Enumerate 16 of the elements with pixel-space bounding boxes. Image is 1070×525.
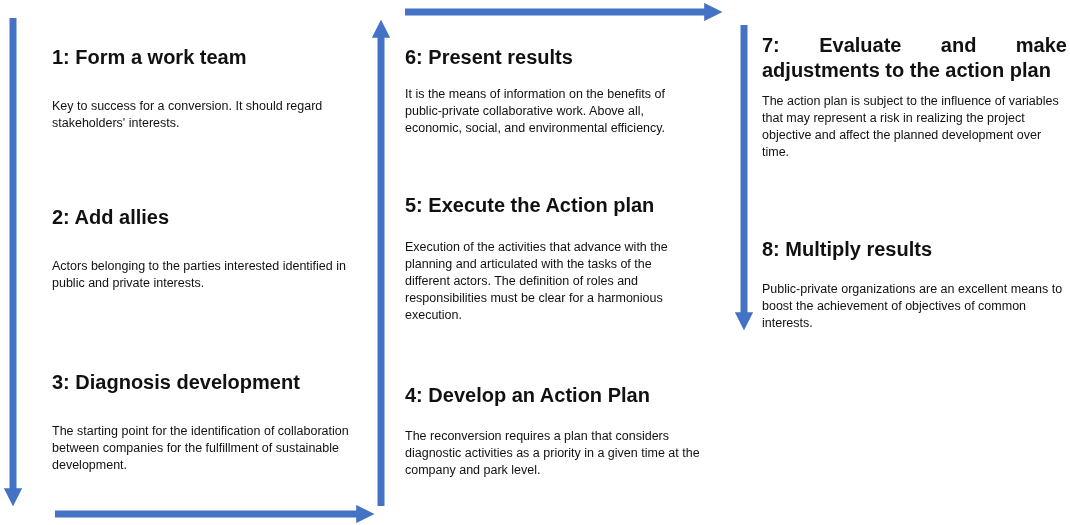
step-description: Public-private organizations are an excellent means to boost the achievement of objectives of common interests. xyxy=(762,281,1064,332)
step-description: The reconversion requires a plan that considers diagnostic activities as a priority in a given time at the company and park level. xyxy=(405,428,700,479)
step-heading: 2: Add allies xyxy=(52,205,171,230)
step-heading: 5: Execute the Action plan xyxy=(405,193,656,218)
step-description: Actors belonging to the parties interested identified in public and private interests. xyxy=(52,258,347,292)
step-heading: 6: Present results xyxy=(405,45,574,70)
step-heading: 4: Develop an Action Plan xyxy=(405,383,651,408)
step-description: The action plan is subject to the influence of variables that may represent a risk in realizing the project objective and affect the planned development over time. xyxy=(762,93,1060,161)
step-description: Execution of the activities that advance with the planning and articulated with the tasks of the different actors. The definition of roles and responsibilities must be clear for a harmonious execution. xyxy=(405,239,669,324)
step-heading: 8: Multiply results xyxy=(762,237,934,262)
step-heading: 1: Form a work team xyxy=(52,45,248,70)
step-heading: 3: Diagnosis development xyxy=(52,370,301,395)
step-description: It is the means of information on the benefits of public-private collaborative work. Above all, economic, social, and environmental efficiency. xyxy=(405,86,667,137)
step-heading: 7: Evaluate and make adjustments to the action plan xyxy=(762,33,1067,83)
step-description: The starting point for the identification of collaboration between companies for the fulfillment of sustainable development. xyxy=(52,423,350,474)
step-description: Key to success for a conversion. It should regard stakeholders' interests. xyxy=(52,98,324,132)
